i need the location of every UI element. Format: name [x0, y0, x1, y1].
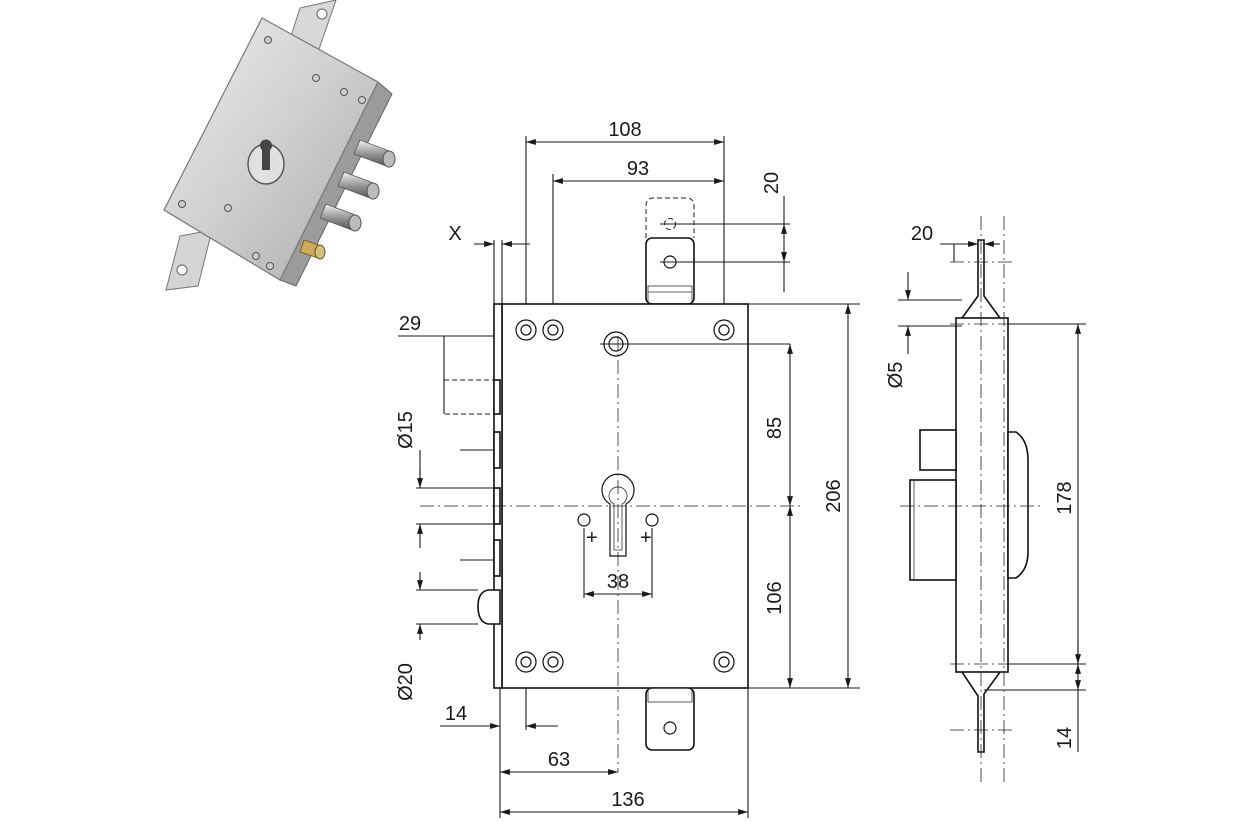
dim-93: 93: [627, 158, 649, 180]
cylinder-side: [909, 479, 957, 581]
dim-206: 206: [823, 479, 845, 512]
dim-178: 178: [1054, 481, 1076, 514]
lock-product-render: [163, 0, 396, 291]
dim-diameter-5: Ø5: [885, 362, 907, 389]
side-bolt: [919, 429, 957, 471]
case-side: [955, 317, 1009, 673]
front-view: + +: [395, 119, 860, 818]
dim-14-side: 14: [1054, 727, 1076, 749]
latch: [477, 589, 501, 625]
dim-108: 108: [608, 119, 641, 141]
svg-text:+: +: [640, 527, 652, 549]
case-holes: [515, 319, 735, 673]
dim-136: 136: [611, 789, 644, 811]
dim-x: X: [448, 223, 461, 245]
dim-38: 38: [607, 571, 629, 593]
dim-diameter-20: Ø20: [395, 663, 417, 701]
svg-text:+: +: [586, 527, 598, 549]
bottom-mounting-tab: [645, 687, 695, 751]
dim-14-bottom: 14: [445, 703, 467, 725]
top-mounting-tab: [645, 237, 695, 305]
dim-85: 85: [764, 417, 786, 439]
dim-20-top: 20: [761, 172, 783, 194]
dim-63: 63: [548, 749, 570, 771]
dim-29: 29: [399, 313, 421, 335]
side-view: 20 Ø5 178 14: [885, 216, 1086, 782]
dim-diameter-15: Ø15: [395, 411, 417, 449]
dim-20-side: 20: [911, 223, 933, 245]
dim-106: 106: [764, 581, 786, 614]
